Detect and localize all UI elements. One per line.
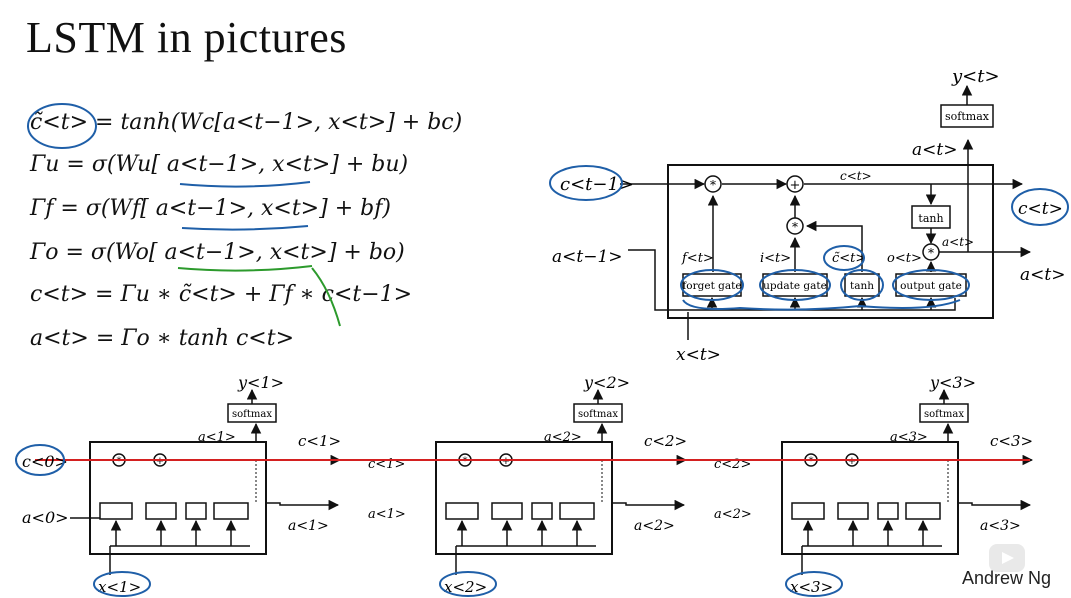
slide-title: LSTM in pictures [26, 13, 347, 62]
svg-text:*: * [117, 456, 122, 467]
forget-multiply-node [704, 175, 722, 193]
chain-gate-box [445, 502, 479, 520]
author-signature: Andrew Ng [962, 568, 1052, 588]
chain-cell-box [781, 441, 959, 555]
svg-text:softmax: softmax [232, 409, 272, 420]
chain-x-label: x<3> [790, 578, 833, 596]
chain-gate-box [905, 502, 941, 520]
svg-text:c̃<t>: c̃<t> [832, 251, 866, 266]
chain-a-up-label: a<1> [198, 430, 236, 445]
update-gate-box [762, 273, 828, 297]
underline-annotation-3 [177, 265, 313, 272]
svg-text:softmax: softmax [924, 409, 964, 420]
svg-text:softmax: softmax [945, 110, 990, 123]
chain-gate-box [837, 502, 869, 520]
output-gate-box [895, 273, 967, 297]
a-out-label: a<t> [1020, 265, 1065, 285]
chain-gate-box [213, 502, 249, 520]
svg-text:softmax: softmax [578, 409, 618, 420]
a-out-label-2: a<t> [942, 235, 974, 249]
svg-text:f<t>: f<t> [681, 251, 714, 266]
chain-y-label: y<3> [929, 373, 976, 392]
chain-y-label: y<2> [583, 373, 630, 392]
c-prev-label: c<t−1> [560, 174, 634, 195]
forget-gate-box [682, 273, 742, 297]
chain-cell-3: * + softmax y<3> a<3> c<3> a<3> x<3> [781, 373, 1033, 597]
chain-cell-box [435, 441, 613, 555]
chain-c-out-label: c<3> [990, 432, 1033, 450]
svg-text:+: + [848, 456, 856, 467]
chain-gate-box [559, 502, 595, 520]
svg-text:*: * [792, 220, 798, 234]
svg-text:+: + [156, 456, 164, 467]
chain-a-up-label: a<2> [544, 430, 582, 445]
svg-text:o<t>: o<t> [887, 251, 922, 266]
svg-text:*: * [928, 246, 934, 260]
chain-a-mid-label: a<1> [368, 507, 406, 522]
chain-c-out-label: c<2> [644, 432, 687, 450]
a0-label: a<0> [22, 508, 69, 527]
chain-gate-box [491, 502, 523, 520]
underline-annotation-1 [179, 181, 311, 188]
svg-text:+: + [502, 456, 510, 467]
chain-cell-box [89, 441, 267, 555]
svg-text:tanh: tanh [918, 212, 943, 225]
svg-text:output gate: output gate [900, 280, 962, 292]
chain-gate-box [99, 502, 133, 520]
equation-activation: a<t> = Γo ∗ tanh c<t> [30, 326, 295, 351]
add-node [786, 175, 804, 193]
svg-text:*: * [463, 456, 468, 467]
equation-candidate: c̃<t> = tanh(Wc[a<t−1>, x<t>] + bc) [30, 110, 463, 135]
chain-gate-box [531, 502, 553, 520]
chain-a-out-label: a<3> [980, 518, 1021, 534]
plus-symbol: + [790, 178, 801, 193]
underline-annotation-2 [181, 225, 309, 231]
chain-y-label: y<1> [237, 373, 284, 392]
chain-a-up-label: a<3> [890, 430, 928, 445]
chain-x-label: x<1> [98, 578, 141, 596]
cell-annotations [549, 165, 1069, 311]
equation-cell-state: c<t> = Γu ∗ c̃<t> + Γf ∗ c<t−1> [30, 282, 413, 307]
equation-annotations [27, 103, 341, 327]
equation-update-gate: Γu = σ(Wu[ a<t−1>, x<t>] + bu) [30, 152, 409, 177]
chain-a-out-label: a<1> [288, 518, 329, 534]
ctilde-circle-annotation [27, 103, 97, 149]
chain-c-out-label: c<1> [298, 432, 341, 450]
lstm-chain: *+softmaxy<1>a<1>c<1>a<1>c<1>a<1>x<1>*+s… [15, 373, 1033, 597]
c0-label: c<0> [22, 452, 68, 471]
chain-a-mid-label: a<2> [714, 507, 752, 522]
svg-text:i<t>: i<t> [760, 251, 791, 266]
chain-gate-box [145, 502, 177, 520]
multiply-symbol: * [710, 178, 716, 192]
y-out-label: y<t> [951, 66, 1000, 87]
chain-gate-box [791, 502, 825, 520]
chain-x-label: x<2> [444, 578, 487, 596]
chain-a-out-label: a<2> [634, 518, 675, 534]
chain-gate-box [185, 502, 207, 520]
svg-text:tanh: tanh [850, 280, 874, 292]
a-prev-label: a<t−1> [552, 247, 623, 267]
svg-text:forget gate: forget gate [682, 280, 741, 292]
a-up-label: a<t> [912, 140, 957, 160]
equation-output-gate: Γo = σ(Wo[ a<t−1>, x<t>] + bo) [30, 240, 405, 265]
tanh-gate-box [844, 273, 880, 297]
svg-text:update gate: update gate [763, 280, 827, 292]
c-out-label-2: c<t> [1018, 199, 1063, 219]
c-out-label: c<t> [840, 169, 872, 183]
svg-text:*: * [809, 456, 814, 467]
equation-forget-gate: Γf = σ(Wf[ a<t−1>, x<t>] + bf) [30, 196, 391, 221]
lstm-cell: * + * tanh * softmax y<t> a<t> [549, 66, 1069, 365]
arrow-annotation-green [311, 267, 341, 327]
chain-gate-box [877, 502, 899, 520]
cell-box [667, 164, 994, 319]
video-watermark-icon [989, 544, 1025, 572]
x-in-label: x<t> [676, 345, 721, 365]
